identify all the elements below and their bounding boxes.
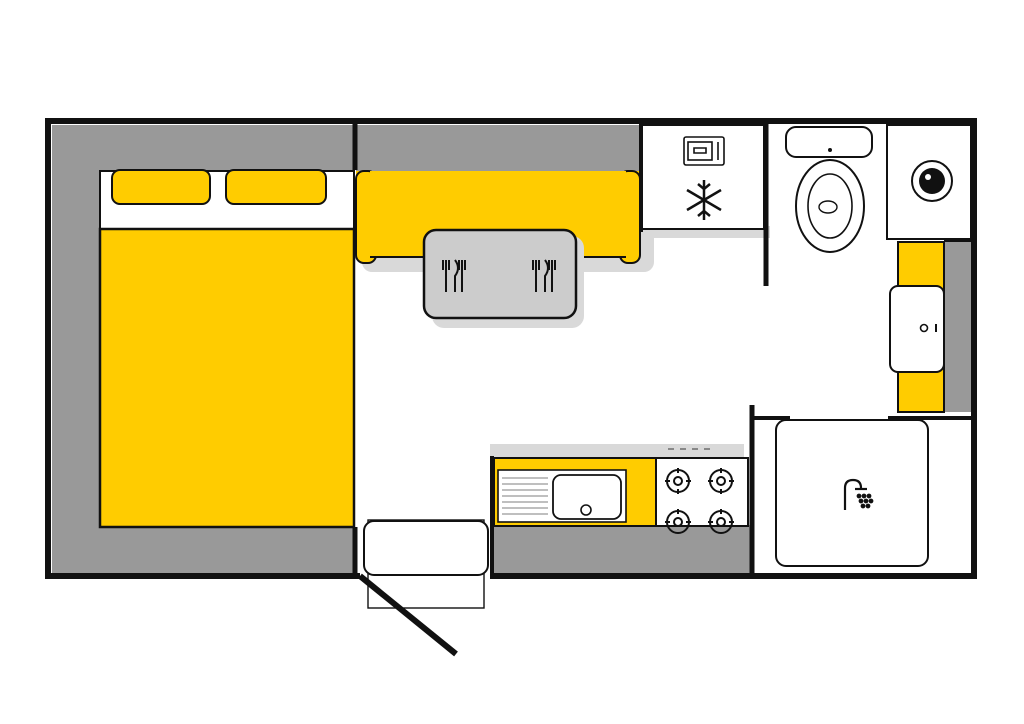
counter-shadow	[490, 444, 744, 458]
washing-machine	[886, 124, 972, 240]
shower	[775, 419, 929, 567]
washbasin	[889, 285, 945, 373]
cabinets	[52, 125, 971, 573]
bed	[98, 227, 356, 529]
pillow	[111, 169, 211, 205]
bathroom-cabinet-right	[944, 242, 971, 412]
kitchen-cabinet-bottom	[493, 525, 751, 573]
burner-icon	[708, 509, 734, 534]
toilet-seat	[807, 173, 853, 239]
snowflake-icon	[686, 180, 722, 220]
burner-icon	[665, 509, 691, 534]
entry-mat	[363, 520, 489, 576]
door[interactable]	[358, 573, 458, 657]
sink	[497, 469, 627, 523]
shower-icon	[843, 478, 874, 510]
dinette-cabinet-top	[356, 125, 639, 171]
kitchen	[490, 444, 749, 534]
toilet-tank	[785, 126, 873, 158]
burner-icon	[665, 468, 691, 494]
bedroom-cabinet-top	[52, 125, 354, 171]
stove	[655, 448, 749, 534]
toilet	[785, 126, 873, 253]
bedroom	[98, 169, 356, 529]
bedroom-cabinet-left	[52, 125, 100, 573]
burner-icon	[708, 468, 734, 494]
pillow	[225, 169, 327, 205]
bathroom	[775, 124, 972, 567]
table	[422, 228, 578, 320]
cutlery-icon	[442, 259, 466, 292]
cutlery-icon	[532, 259, 556, 292]
bedroom-cabinet-bottom	[52, 527, 354, 573]
entrance	[358, 519, 489, 657]
outer-wall	[45, 118, 977, 579]
appliance-nook	[641, 124, 770, 238]
walls	[45, 118, 977, 579]
microwave-icon	[683, 136, 725, 166]
dinette	[355, 170, 654, 328]
